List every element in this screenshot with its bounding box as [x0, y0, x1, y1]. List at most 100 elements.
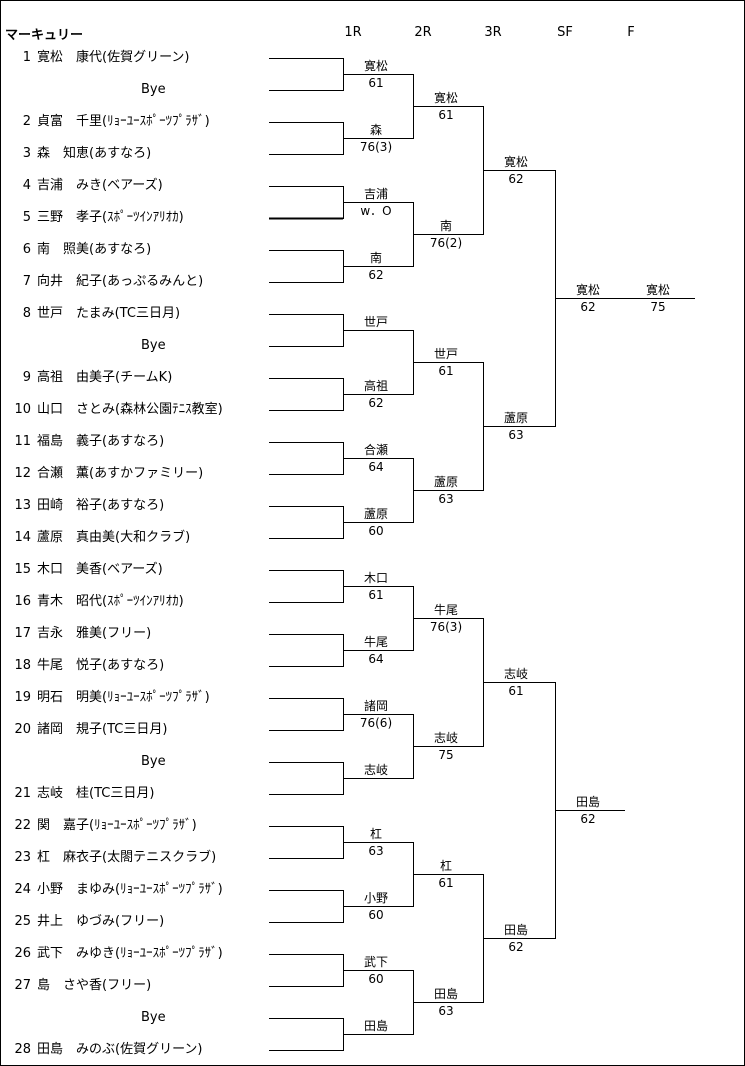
- r2-match-result: 寛松 61: [411, 91, 481, 122]
- winner-name: 寛松: [433, 91, 458, 105]
- round-header-1r: 1R: [344, 25, 362, 40]
- winner-name: 南: [439, 219, 452, 233]
- r2-match-result: 牛尾 76(3): [411, 603, 481, 634]
- winner-name: 吉浦: [363, 187, 388, 201]
- entry-row: 18 牛尾 悦子(あすなろ): [1, 655, 269, 677]
- match-score: 76(6): [359, 716, 393, 730]
- entry-number: 27: [14, 978, 31, 993]
- player-name: 明石 明美(ﾘｮｰﾕｰｽﾎﾟｰﾂﾌﾟﾗｻﾞ): [37, 690, 210, 705]
- match-score: 62: [580, 300, 596, 314]
- entry-number: 12: [14, 466, 31, 481]
- player-name: 吉浦 みき(ベアーズ): [37, 178, 163, 193]
- winner-name: 小野: [363, 891, 388, 905]
- winner-name: 杠: [369, 827, 382, 841]
- entry-row: 5 三野 孝子(ｽﾎﾟｰﾂｲﾝｱﾘｵｶ): [1, 207, 269, 229]
- match-score: 61: [508, 684, 524, 698]
- match-score: 62: [580, 812, 596, 826]
- player-name: 木口 美香(ベアーズ): [37, 562, 163, 577]
- player-name: 牛尾 悦子(あすなろ): [37, 658, 165, 673]
- player-name: 蘆原 真由美(大和クラブ): [37, 530, 191, 545]
- winner-name: 田島: [503, 923, 528, 937]
- entry-number: 3: [22, 146, 31, 161]
- match-score: 63: [508, 428, 524, 442]
- bye-label: Bye: [141, 82, 166, 97]
- sf-match-result: 寛松 62: [553, 283, 623, 314]
- player-name: 井上 ゆづみ(フリー): [37, 914, 165, 929]
- player-name: 福島 義子(あすなろ): [37, 434, 165, 449]
- match-score: 61: [368, 76, 384, 90]
- player-name: 三野 孝子(ｽﾎﾟｰﾂｲﾝｱﾘｵｶ): [37, 210, 184, 225]
- player-name: 武下 みゆき(ﾘｮｰﾕｰｽﾎﾟｰﾂﾌﾟﾗｻﾞ): [37, 946, 223, 961]
- entry-number: 18: [14, 658, 31, 673]
- entry-number: 17: [14, 626, 31, 641]
- player-name: 向井 紀子(あっぷるみんと): [37, 274, 204, 289]
- player-name: 森 知恵(あすなろ): [37, 146, 152, 161]
- entry-number: 13: [14, 498, 31, 513]
- match-score: 76(3): [429, 620, 463, 634]
- player-name: 島 さや香(フリー): [37, 978, 152, 993]
- entry-number: 21: [14, 786, 31, 801]
- match-score: 63: [368, 844, 384, 858]
- winner-name: 寛松: [503, 155, 528, 169]
- player-name: 山口 さとみ(森林公園ﾃﾆｽ教室): [37, 402, 223, 417]
- entry-number: 16: [14, 594, 31, 609]
- entry-row: 27 島 さや香(フリー): [1, 975, 269, 997]
- event-title: マーキュリー: [5, 28, 84, 43]
- player-name: 高祖 由美子(チームK): [37, 370, 173, 385]
- match-score: 61: [438, 108, 454, 122]
- entry-number: 26: [14, 946, 31, 961]
- entry-number: 22: [14, 818, 31, 833]
- entry-number: 20: [14, 722, 31, 737]
- winner-name: 田島: [363, 1019, 388, 1033]
- match-score: 62: [508, 940, 524, 954]
- winner-name: 寛松: [575, 283, 600, 297]
- player-name: 南 照美(あすなろ): [37, 242, 152, 257]
- entry-number: 5: [22, 210, 31, 225]
- round-header-2r: 2R: [414, 25, 432, 40]
- winner-name: 牛尾: [433, 603, 458, 617]
- round-header-f: F: [627, 25, 635, 40]
- match-score: 63: [438, 492, 454, 506]
- round-header-3r: 3R: [484, 25, 502, 40]
- match-score: 64: [368, 652, 384, 666]
- winner-name: 木口: [363, 571, 388, 585]
- entry-row: 3 森 知恵(あすなろ): [1, 143, 269, 165]
- entry-number: 28: [14, 1042, 31, 1057]
- entry-number: 10: [14, 402, 31, 417]
- r1-match-result: 志岐: [341, 763, 411, 780]
- entry-number: 11: [14, 434, 31, 449]
- winner-name: 田島: [433, 987, 458, 1001]
- winner-name: 蘆原: [503, 411, 528, 425]
- bye-label: Bye: [141, 338, 166, 353]
- bye-slot: Bye: [1, 335, 269, 357]
- match-score: 76(2): [429, 236, 463, 250]
- entry-row: 26 武下 みゆき(ﾘｮｰﾕｰｽﾎﾟｰﾂﾌﾟﾗｻﾞ): [1, 943, 269, 965]
- player-name: 杠 麻衣子(太閤テニスクラブ): [37, 850, 217, 865]
- winner-name: 志岐: [433, 731, 458, 745]
